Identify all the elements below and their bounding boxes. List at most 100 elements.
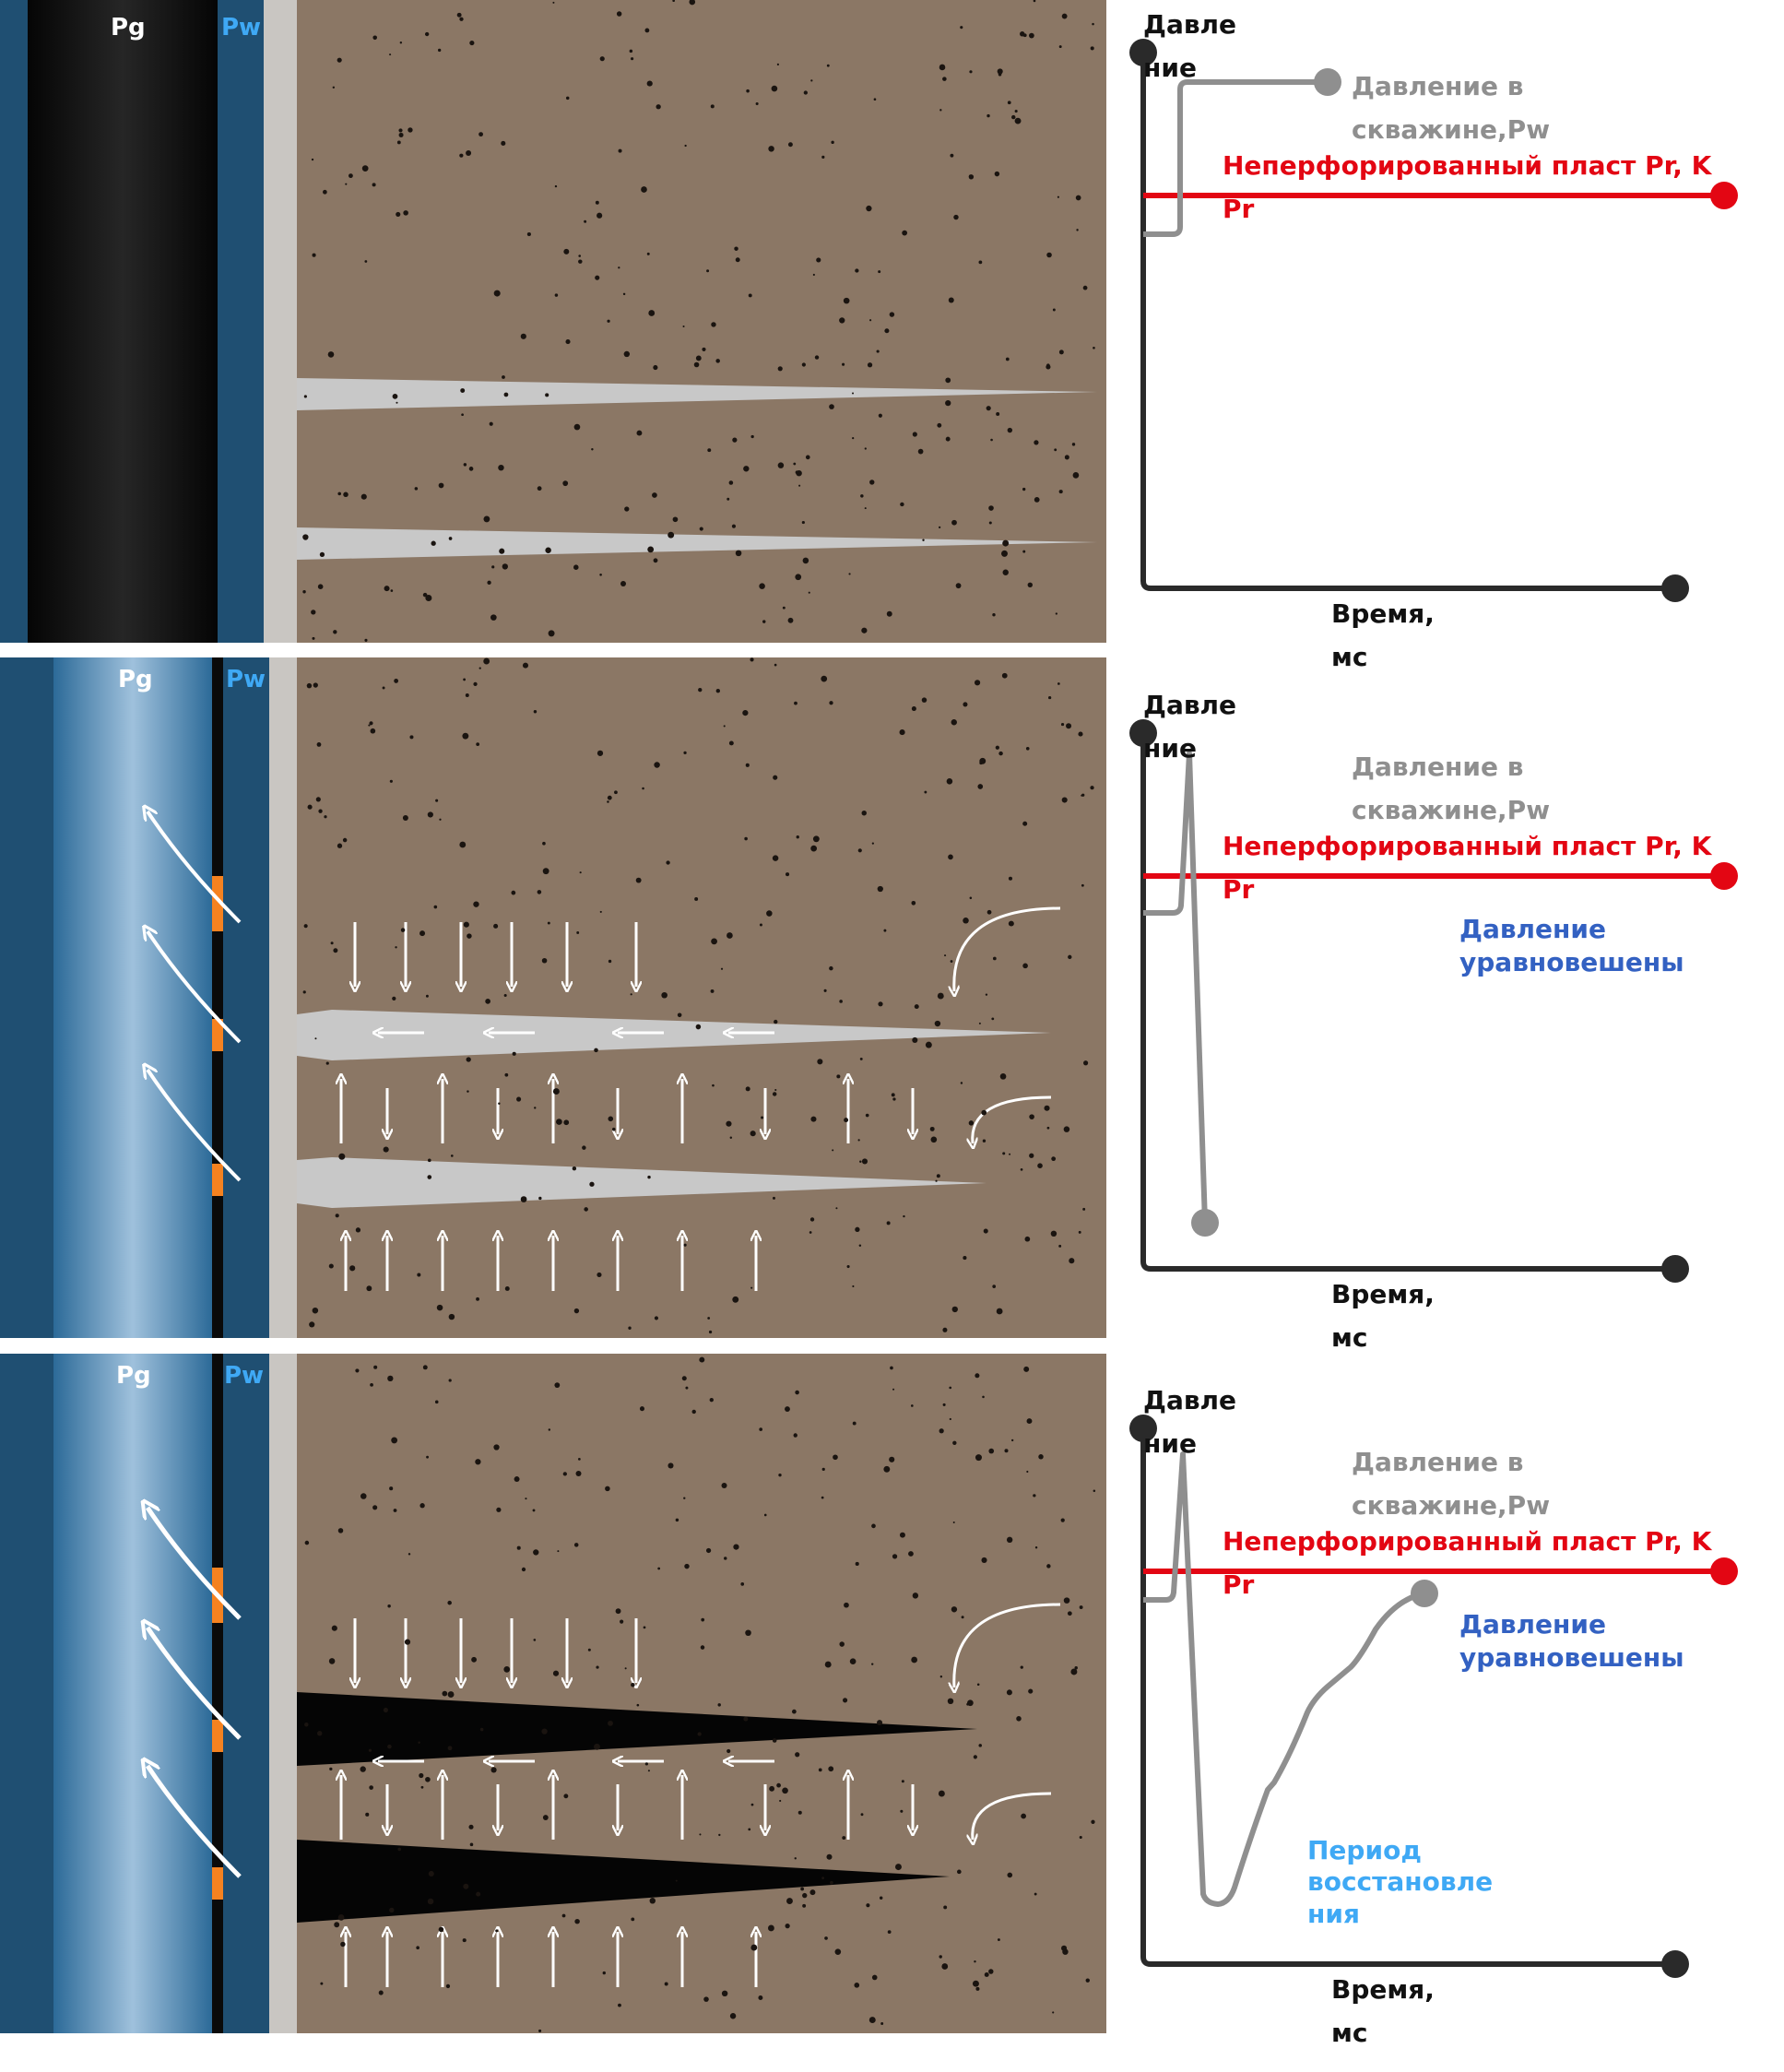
rock-grain <box>389 53 392 56</box>
rock-grain <box>520 333 526 339</box>
pw-label: Pw <box>221 14 261 41</box>
rock-grain <box>711 322 716 327</box>
rock-grain <box>364 638 368 642</box>
rock-grain <box>391 1437 398 1444</box>
rock-grain <box>809 1217 815 1222</box>
rock-grain <box>463 1883 469 1889</box>
rock-grain <box>478 667 481 669</box>
well-pressure-label: Давление в <box>1352 71 1523 101</box>
rock-grain <box>821 675 828 682</box>
rock-grain <box>329 1767 333 1771</box>
rock-grain <box>466 1057 471 1062</box>
rock-grain <box>778 1473 782 1477</box>
rock-grain <box>490 1767 497 1773</box>
rock-grain <box>1063 1597 1070 1604</box>
rock-grain <box>937 992 944 1000</box>
rock-grain <box>743 466 750 472</box>
rock-grain <box>750 1131 756 1137</box>
rock-grain <box>389 1907 395 1913</box>
rock-grain <box>584 1207 588 1212</box>
balanced-label: уравновешены <box>1459 947 1684 977</box>
rock-grain <box>623 350 631 358</box>
rock-grain <box>966 1702 970 1706</box>
rock-grain <box>776 63 780 65</box>
rock-grain <box>697 1732 702 1736</box>
rock-grain <box>912 1036 918 1043</box>
rock-grain <box>844 1602 849 1608</box>
rock-grain <box>684 1563 690 1569</box>
rock-grain <box>983 1228 988 1234</box>
rock-grain <box>466 150 472 156</box>
rock-grain <box>661 991 668 999</box>
rock-grain <box>988 1969 994 1974</box>
rock-grain <box>794 701 797 705</box>
rock-grain <box>950 960 953 963</box>
rock-grain <box>814 355 820 360</box>
rock-grain <box>941 1963 949 1970</box>
rock-grain <box>952 1440 957 1445</box>
rock-grain <box>675 1879 678 1882</box>
rock-grain <box>1075 195 1081 201</box>
rock-grain <box>1081 793 1085 797</box>
rock-grain-texture <box>302 0 1096 2032</box>
rock-grain <box>538 1196 542 1201</box>
rock-grain <box>763 1513 767 1517</box>
rock-grain <box>975 1454 982 1462</box>
rock-grain <box>463 463 467 467</box>
rock-grain <box>846 1264 850 1269</box>
rock-grain <box>504 1285 510 1291</box>
rock-grain <box>996 411 1000 416</box>
rock-grain <box>312 636 315 640</box>
rock-grain <box>552 1 555 4</box>
rock-grain <box>833 1454 838 1461</box>
rock-grain <box>939 1955 942 1959</box>
rock-grain <box>699 527 703 531</box>
rock-formation <box>297 657 1106 1338</box>
axes <box>1140 1428 1675 1967</box>
rock-grain <box>337 843 343 848</box>
rock-grain <box>821 1496 824 1499</box>
rock-grain <box>1061 13 1068 19</box>
rock-grain <box>974 1960 976 1963</box>
rock-grain <box>393 1509 397 1512</box>
rock-grain <box>774 1019 778 1024</box>
rock-grain <box>602 1971 606 1975</box>
rock-grain <box>465 693 469 697</box>
rock-grain <box>483 657 490 665</box>
rock-grain <box>479 1727 484 1732</box>
rock-grain <box>1090 786 1094 790</box>
rock-grain <box>325 1061 329 1065</box>
rock-grain <box>963 702 968 707</box>
rock-grain <box>582 1145 586 1150</box>
rock-grain <box>859 1057 863 1060</box>
rock-grain <box>360 493 367 500</box>
well-panel-2: Pg Pw <box>0 657 1106 1338</box>
rock-grain <box>611 1127 616 1131</box>
rock-grain <box>947 1698 954 1705</box>
rock-grain <box>447 1600 452 1605</box>
rock-grain <box>707 1317 711 1320</box>
rock-grain <box>522 662 529 669</box>
rock-grain <box>554 293 559 297</box>
rock-grain <box>349 1265 356 1272</box>
rock-grain <box>769 1785 775 1792</box>
rock-grain <box>745 1629 751 1637</box>
rock-grain <box>312 253 316 257</box>
rock-grain <box>810 79 813 82</box>
rock-grain <box>337 491 342 496</box>
rock-grain <box>1007 101 1011 105</box>
rock-grain <box>1064 455 1069 460</box>
rock-grain <box>576 931 580 934</box>
rock-grain <box>607 800 609 803</box>
rock-grain <box>720 967 724 970</box>
rock-grain <box>1044 1105 1050 1111</box>
rock-grain <box>842 362 845 366</box>
rock-grain <box>1091 1819 1095 1824</box>
rock-grain <box>795 1752 800 1758</box>
rock-grain <box>808 591 810 594</box>
rock-grain <box>884 328 890 334</box>
rock-grain <box>953 214 959 220</box>
rock-grain <box>880 2022 884 2025</box>
rock-grain <box>316 1731 323 1736</box>
rock-grain <box>699 1833 702 1836</box>
